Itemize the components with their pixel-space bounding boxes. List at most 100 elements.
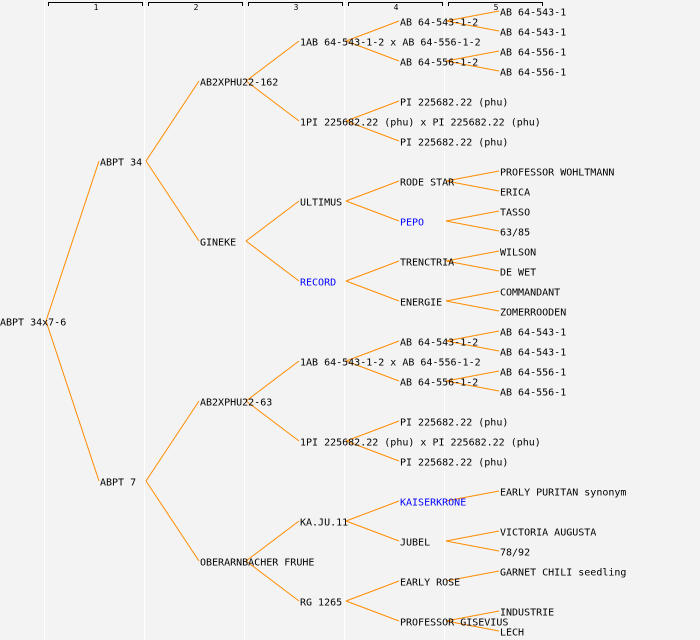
- pedigree-node[interactable]: ERICA: [500, 188, 530, 199]
- pedigree-node[interactable]: PI 225682.22 (phu): [400, 138, 508, 149]
- pedigree-node[interactable]: AB 64-556-1-2: [400, 58, 478, 69]
- pedigree-node[interactable]: RG 1265: [300, 598, 342, 609]
- pedigree-node[interactable]: PI 225682.22 (phu): [400, 98, 508, 109]
- connector-line: [445, 340, 500, 352]
- pedigree-node[interactable]: RODE STAR: [400, 178, 455, 189]
- connector-line: [445, 380, 500, 392]
- connector-line: [45, 320, 100, 482]
- connector-line: [445, 220, 500, 232]
- connector-line: [345, 180, 400, 202]
- connector-line: [145, 480, 200, 562]
- pedigree-node[interactable]: AB 64-556-1: [500, 68, 566, 79]
- connector-line: [145, 160, 200, 242]
- pedigree-node[interactable]: AB 64-556-1: [500, 388, 566, 399]
- connector-line: [245, 200, 300, 242]
- pedigree-node[interactable]: ABPT 34: [100, 158, 142, 169]
- pedigree-node[interactable]: AB 64-543-1: [500, 28, 566, 39]
- connector-line: [45, 160, 100, 322]
- connector-line: [445, 50, 500, 62]
- connector-line: [445, 60, 500, 72]
- generation-bracket: [148, 2, 243, 6]
- connector-line: [245, 80, 300, 122]
- pedigree-node[interactable]: AB 64-556-1: [500, 368, 566, 379]
- pedigree-node[interactable]: 1AB 64-543-1-2 x AB 64-556-1-2: [300, 358, 481, 369]
- pedigree-node[interactable]: PI 225682.22 (phu): [400, 458, 508, 469]
- pedigree-node[interactable]: JUBEL: [400, 538, 430, 549]
- pedigree-node[interactable]: WILSON: [500, 248, 536, 259]
- pedigree-node[interactable]: 1PI 225682.22 (phu) x PI 225682.22 (phu): [300, 438, 541, 449]
- connector-line: [345, 580, 400, 602]
- connector-line: [445, 570, 500, 582]
- pedigree-node[interactable]: AB 64-543-1: [500, 348, 566, 359]
- pedigree-node[interactable]: RECORD: [300, 278, 336, 289]
- connector-line: [445, 210, 500, 222]
- generation-header: 4: [394, 3, 399, 12]
- connector-line: [145, 80, 200, 162]
- connector-line: [445, 250, 500, 262]
- pedigree-node[interactable]: ZOMERROODEN: [500, 308, 566, 319]
- pedigree-node[interactable]: PROFESSOR GISEVIUS: [400, 618, 508, 629]
- pedigree-node[interactable]: AB2XPHU22-162: [200, 78, 278, 89]
- pedigree-node[interactable]: GARNET CHILI seedling: [500, 568, 626, 579]
- connector-line: [445, 10, 500, 22]
- pedigree-node[interactable]: TRENCTRIA: [400, 258, 454, 269]
- connector-line: [445, 290, 500, 302]
- connector-line: [245, 360, 300, 402]
- connector-line: [345, 260, 400, 282]
- pedigree-node[interactable]: 63/85: [500, 228, 530, 239]
- pedigree-node[interactable]: AB 64-556-1-2: [400, 378, 478, 389]
- connector-line: [445, 370, 500, 382]
- pedigree-node[interactable]: AB 64-543-1-2: [400, 18, 478, 29]
- pedigree-node[interactable]: PEPO: [400, 218, 424, 229]
- pedigree-node[interactable]: EARLY ROSE: [400, 578, 460, 589]
- connector-line: [345, 100, 400, 122]
- connector-line: [345, 360, 400, 382]
- generation-header: 2: [194, 3, 199, 12]
- connector-line: [145, 400, 200, 482]
- pedigree-node[interactable]: 1AB 64-543-1-2 x AB 64-556-1-2: [300, 38, 481, 49]
- pedigree-node[interactable]: LECH: [500, 628, 524, 639]
- pedigree-node[interactable]: ABPT 34x7-6: [0, 318, 66, 329]
- pedigree-node[interactable]: COMMANDANT: [500, 288, 560, 299]
- pedigree-node[interactable]: KA.JU.11: [300, 518, 348, 529]
- node-labels: AB 64-543-1 AB 64-543-1 AB 64-543-1-2 AB 64…: [0, 8, 626, 639]
- pedigree-node[interactable]: ABPT 7: [100, 478, 136, 489]
- pedigree-node[interactable]: PROFESSOR WOHLTMANN: [500, 168, 614, 179]
- connector-line: [445, 170, 500, 182]
- generation-header: 3: [294, 3, 299, 12]
- connector-line: [445, 620, 500, 632]
- connector-line: [445, 540, 500, 552]
- pedigree-node[interactable]: INDUSTRIE: [500, 608, 554, 619]
- pedigree-node[interactable]: TASSO: [500, 208, 530, 219]
- pedigree-node[interactable]: ENERGIE: [400, 298, 442, 309]
- pedigree-node[interactable]: KAISERKRONE: [400, 498, 466, 509]
- pedigree-node[interactable]: PI 225682.22 (phu): [400, 418, 508, 429]
- pedigree-node[interactable]: 78/92: [500, 548, 530, 559]
- connector-line: [445, 260, 500, 272]
- pedigree-node[interactable]: AB 64-543-1: [500, 8, 566, 19]
- pedigree-node[interactable]: 1PI 225682.22 (phu) x PI 225682.22 (phu): [300, 118, 541, 129]
- pedigree-node[interactable]: OBERARNBACHER FRUHE: [200, 558, 314, 569]
- connector-line: [345, 600, 400, 622]
- connector-line: [445, 20, 500, 32]
- connector-line: [345, 440, 400, 462]
- pedigree-node[interactable]: AB2XPHU22-63: [200, 398, 272, 409]
- generation-bracket: [48, 2, 143, 6]
- connector-line: [445, 180, 500, 192]
- connector-line: [445, 530, 500, 542]
- pedigree-node[interactable]: AB 64-543-1: [500, 328, 566, 339]
- pedigree-node[interactable]: GINEKE: [200, 238, 236, 249]
- pedigree-node[interactable]: ULTIMUS: [300, 198, 342, 209]
- connector-line: [345, 520, 400, 542]
- pedigree-node[interactable]: AB 64-543-1-2: [400, 338, 478, 349]
- pedigree-node[interactable]: DE WET: [500, 268, 536, 279]
- connector-line: [445, 490, 500, 502]
- connector-line: [345, 20, 400, 42]
- connector-lines: [45, 10, 500, 632]
- pedigree-node[interactable]: EARLY PURITAN synonym: [500, 488, 626, 499]
- generation-header: 5: [494, 3, 499, 12]
- pedigree-node[interactable]: AB 64-556-1: [500, 48, 566, 59]
- pedigree-node[interactable]: VICTORIA AUGUSTA: [500, 528, 596, 539]
